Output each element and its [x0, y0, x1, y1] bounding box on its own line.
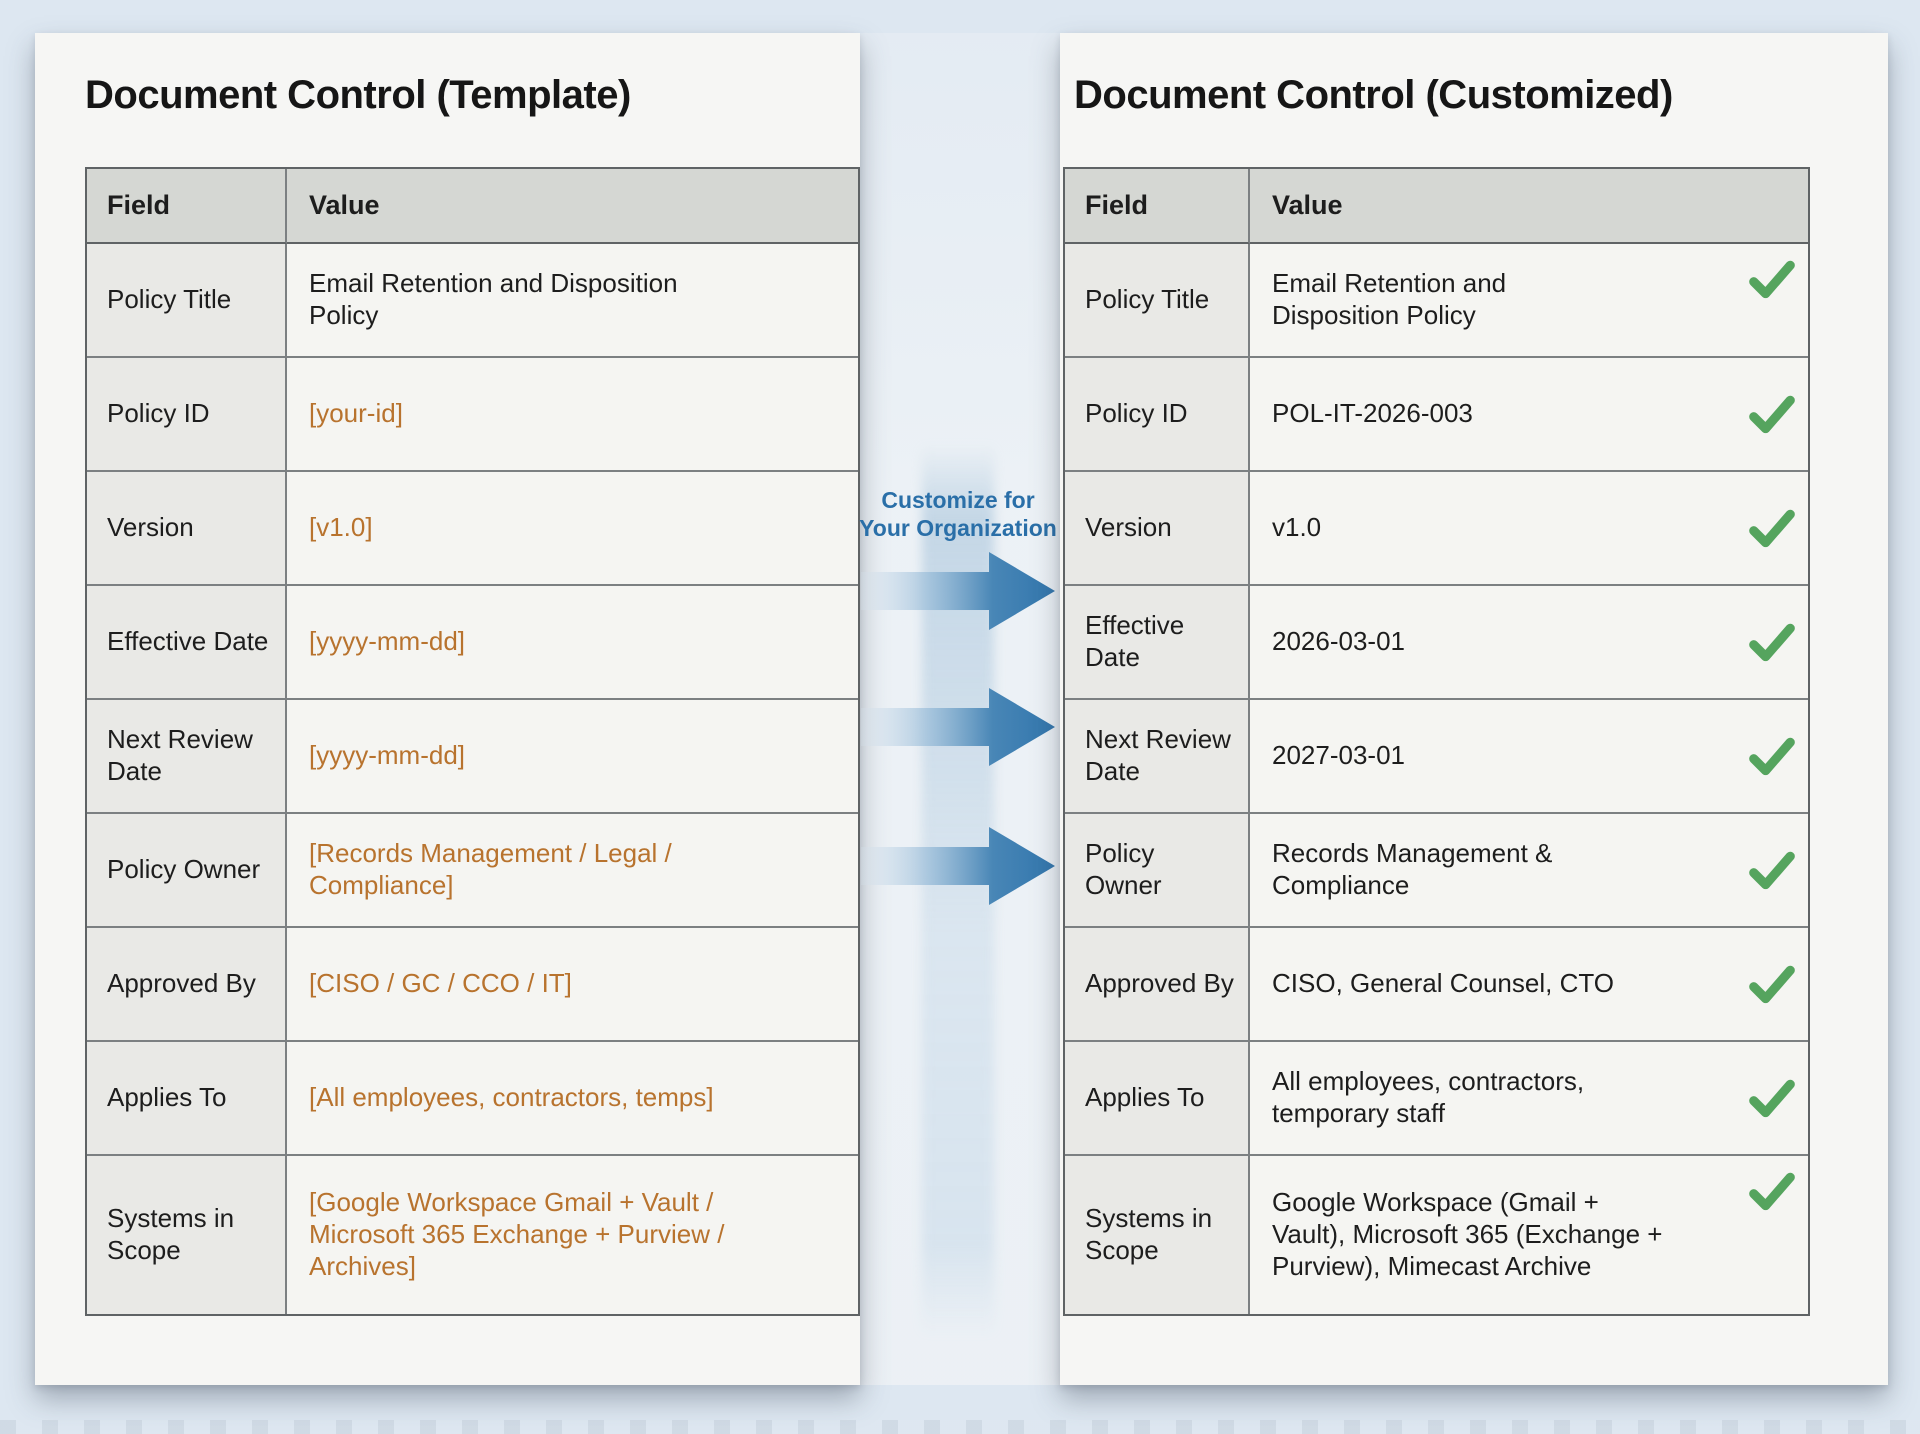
checkmark-icon	[1749, 1079, 1795, 1118]
value-cell: [v1.0]	[287, 472, 858, 586]
checkmark-icon	[1749, 623, 1795, 662]
template-page-title: Document Control (Template)	[85, 73, 631, 117]
value-cell: Email Retention and Disposition Policy	[1250, 244, 1808, 358]
value-cell: Records Management & Compliance	[1250, 814, 1808, 928]
field-cell: Policy Owner	[1065, 814, 1250, 928]
connector-label: Customize for Your Organization	[846, 487, 1070, 542]
customized-page-title: Document Control (Customized)	[1074, 73, 1673, 117]
value-cell: Email Retention and Disposition Policy	[287, 244, 858, 358]
value-cell: All employees, contractors, temporary st…	[1250, 1042, 1808, 1156]
field-cell: Effective Date	[1065, 586, 1250, 700]
right-arrow-icon	[861, 552, 1055, 630]
value-cell: Google Workspace (Gmail + Vault), Micros…	[1250, 1156, 1808, 1314]
field-cell: Applies To	[1065, 1042, 1250, 1156]
right-arrow-icon	[861, 688, 1055, 766]
right-arrow-icon	[861, 827, 1055, 905]
field-cell: Policy Title	[87, 244, 287, 358]
value-cell: [yyyy-mm-dd]	[287, 700, 858, 814]
field-cell: Next Review Date	[87, 700, 287, 814]
checkmark-icon	[1749, 395, 1795, 434]
bottom-edge-texture	[0, 1420, 1920, 1434]
connector-label-line2: Your Organization	[859, 514, 1057, 541]
checkmark-icon	[1749, 851, 1795, 890]
value-cell: [Records Management / Legal / Compliance…	[287, 814, 858, 928]
value-cell: CISO, General Counsel, CTO	[1250, 928, 1808, 1042]
value-cell: [your-id]	[287, 358, 858, 472]
field-cell: Policy Owner	[87, 814, 287, 928]
checkmark-icon	[1749, 509, 1795, 548]
column-header-field: Field	[1065, 169, 1250, 244]
column-header-field: Field	[87, 169, 287, 244]
column-header-value: Value	[287, 169, 858, 244]
checkmark-icon	[1749, 260, 1795, 299]
checkmark-icon	[1749, 1172, 1795, 1211]
value-cell: 2026-03-01	[1250, 586, 1808, 700]
field-cell: Approved By	[87, 928, 287, 1042]
value-cell: [CISO / GC / CCO / IT]	[287, 928, 858, 1042]
field-cell: Policy ID	[1065, 358, 1250, 472]
field-cell: Systems in Scope	[87, 1156, 287, 1314]
field-cell: Approved By	[1065, 928, 1250, 1042]
field-cell: Version	[1065, 472, 1250, 586]
field-cell: Systems in Scope	[1065, 1156, 1250, 1314]
value-cell: 2027-03-01	[1250, 700, 1808, 814]
field-cell: Applies To	[87, 1042, 287, 1156]
column-header-value: Value	[1250, 169, 1808, 244]
connector-label-line1: Customize for	[881, 487, 1035, 513]
field-cell: Next Review Date	[1065, 700, 1250, 814]
value-cell: [Google Workspace Gmail + Vault / Micros…	[287, 1156, 858, 1314]
field-cell: Effective Date	[87, 586, 287, 700]
checkmark-icon	[1749, 965, 1795, 1004]
value-cell: [yyyy-mm-dd]	[287, 586, 858, 700]
field-cell: Policy Title	[1065, 244, 1250, 358]
field-cell: Version	[87, 472, 287, 586]
value-cell: [All employees, contractors, temps]	[287, 1042, 858, 1156]
value-cell: POL-IT-2026-003	[1250, 358, 1808, 472]
value-cell: v1.0	[1250, 472, 1808, 586]
checkmark-icon	[1749, 737, 1795, 776]
field-cell: Policy ID	[87, 358, 287, 472]
